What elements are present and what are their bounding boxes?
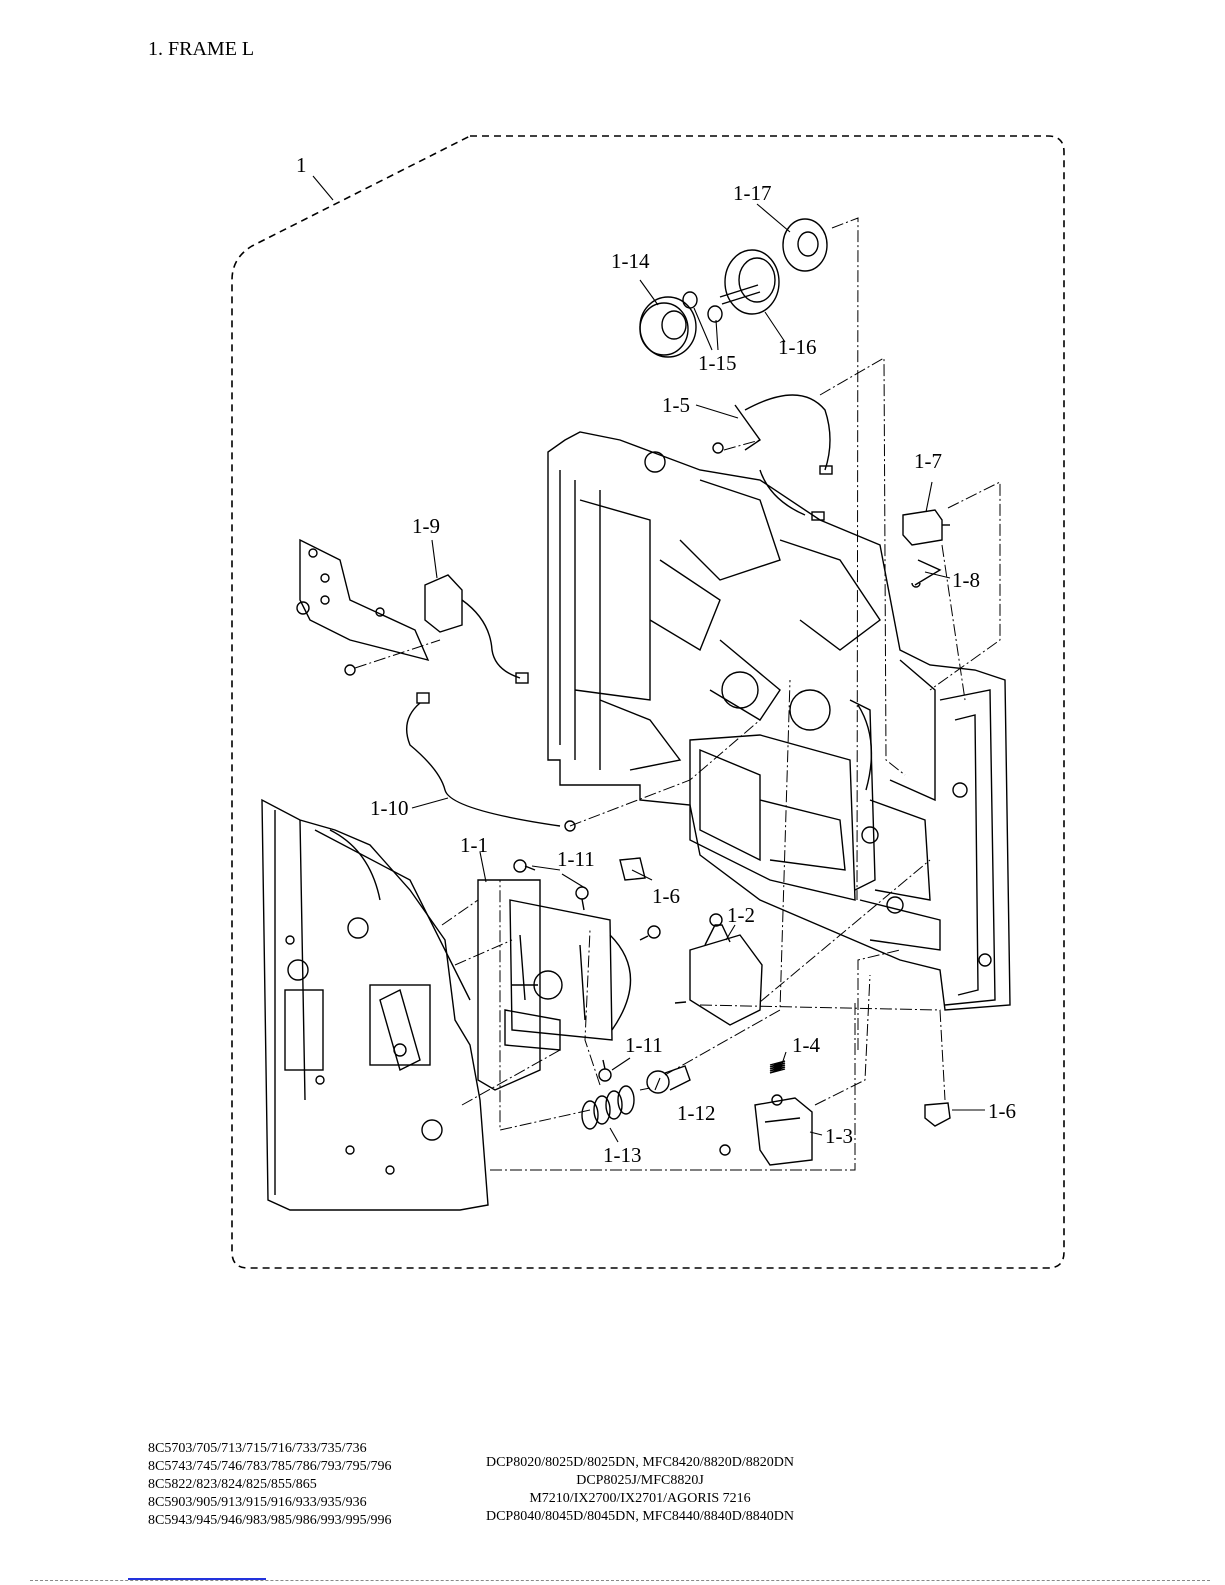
main-frame-chassis <box>547 431 1011 1011</box>
leader-1-12 <box>654 1077 661 1091</box>
motor-bracket <box>477 879 632 1091</box>
spring-1-8 <box>911 559 942 588</box>
screw-1-11b <box>575 886 589 911</box>
label-1-1: 1-1 <box>460 833 488 857</box>
footer-model-line: M7210/IX2700/IX2701/AGORIS 7216 <box>529 1491 751 1506</box>
bushing-1-15 <box>682 291 723 323</box>
bracket-1-9 <box>296 538 430 662</box>
leader-1-14 <box>639 279 659 306</box>
page-title: 1. FRAME L <box>148 38 255 60</box>
label-1-16: 1-16 <box>778 335 817 359</box>
label-1-4: 1-4 <box>792 1033 820 1057</box>
harness-1-5 <box>712 394 833 521</box>
label-1-6b: 1-6 <box>988 1099 1016 1123</box>
gear-1-16 <box>719 249 780 315</box>
solenoid-1-9 <box>344 574 529 684</box>
leader-1-10 <box>411 797 449 809</box>
leader-1 <box>312 175 334 201</box>
footer-code-line: 8C5743/745/746/783/785/786/793/795/796 <box>148 1459 392 1474</box>
footer-model-line: DCP8040/8045D/8045DN, MFC8440/8840D/8840… <box>485 1509 795 1524</box>
leader-1-7 <box>925 481 933 513</box>
footer-code-line: 8C5703/705/713/715/716/733/735/736 <box>148 1441 367 1456</box>
switch-1-7 <box>902 509 950 546</box>
label-1-9: 1-9 <box>412 514 440 538</box>
label-1-2: 1-2 <box>727 903 755 927</box>
part-1-3 <box>719 1094 813 1166</box>
leader-1-13 <box>609 1127 619 1143</box>
label-1-3: 1-3 <box>825 1124 853 1148</box>
label-1-11b: 1-11 <box>625 1033 663 1057</box>
footer-model-line: DCP8020/8025D/8025DN, MFC8420/8820D/8820… <box>485 1455 795 1470</box>
leader-1-3 <box>809 1131 823 1136</box>
gear-1-17 <box>782 218 828 272</box>
screw-1-11d <box>598 1059 612 1082</box>
foot-1-6a <box>619 857 646 881</box>
leader-1-11a <box>531 865 586 889</box>
label-1: 1 <box>296 153 307 177</box>
leader-1-9 <box>431 539 438 579</box>
gear-1-12 <box>646 1065 691 1094</box>
leader-1-17 <box>756 203 791 233</box>
leader-1-4 <box>779 1051 787 1071</box>
label-1-14: 1-14 <box>611 249 650 273</box>
label-1-11a: 1-11 <box>557 847 595 871</box>
label-1-15: 1-15 <box>698 351 737 375</box>
spring-1-4 <box>769 1060 786 1074</box>
leader-1-16 <box>764 311 786 343</box>
foot-1-6b <box>924 1102 951 1127</box>
footer-models: DCP8020/8025D/8025DN, MFC8420/8820D/8820… <box>470 1454 810 1526</box>
screw-1-11a <box>513 859 536 873</box>
leader-1-15 <box>693 307 719 351</box>
footer-model-line: DCP8025J/MFC8820J <box>576 1473 704 1488</box>
assembly-boundary <box>231 135 1065 1269</box>
label-1-7: 1-7 <box>914 449 942 473</box>
leader-1-5 <box>695 404 739 419</box>
cable-1-10 <box>406 692 576 832</box>
footer-code-line: 8C5943/945/946/983/985/986/993/995/996 <box>148 1513 392 1528</box>
label-1-12: 1-12 <box>677 1101 716 1125</box>
label-1-17: 1-17 <box>733 181 772 205</box>
gear-1-14 <box>639 296 697 358</box>
label-1-8: 1-8 <box>952 568 980 592</box>
label-1-5: 1-5 <box>662 393 690 417</box>
footer-code-line: 8C5903/905/913/915/916/933/935/936 <box>148 1495 367 1510</box>
screw-1-11c <box>639 925 661 941</box>
side-plate <box>261 798 489 1211</box>
leader-1-8 <box>924 571 951 579</box>
leader-1-2 <box>725 924 736 941</box>
footer-codes: 8C5703/705/713/715/716/733/735/736 8C574… <box>148 1440 391 1530</box>
label-1-10: 1-10 <box>370 796 409 820</box>
leader-1-6a <box>631 869 653 881</box>
label-1-6a: 1-6 <box>652 884 680 908</box>
solenoid-1-2 <box>674 913 763 1026</box>
leader-1-11b <box>611 1057 631 1071</box>
label-1-13: 1-13 <box>603 1143 642 1167</box>
bottom-dashed-rule <box>30 1580 1210 1581</box>
leader-1-1 <box>479 851 487 883</box>
spring-1-13 <box>581 1085 635 1130</box>
bottom-link-underline[interactable] <box>128 1578 266 1580</box>
footer-code-line: 8C5822/823/824/825/855/865 <box>148 1477 317 1492</box>
